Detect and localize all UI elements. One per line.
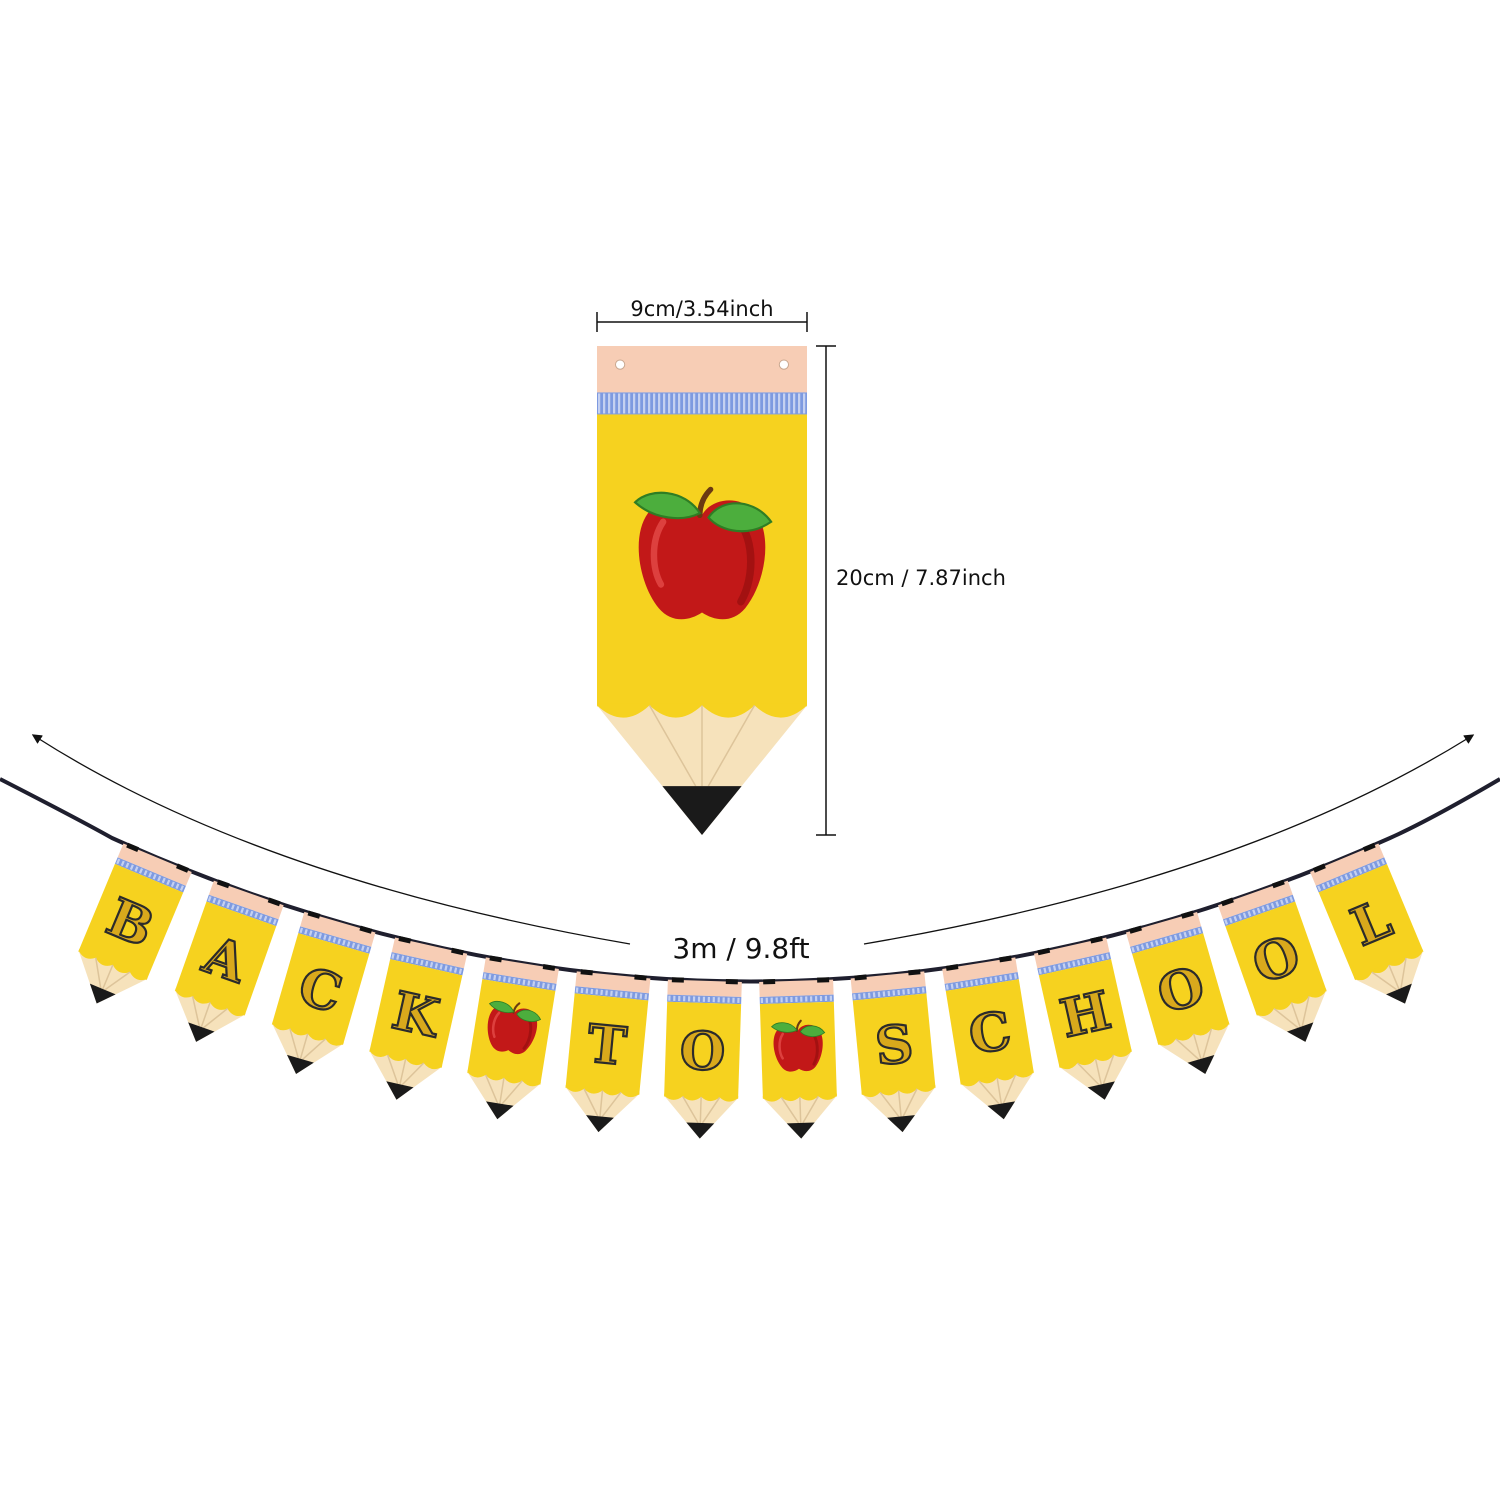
length-arc-left (31, 734, 631, 945)
width-dimension: 9cm/3.54inch (596, 297, 808, 332)
banner-string (0, 777, 1500, 984)
banner-letter: S (873, 1013, 916, 1077)
banner-flag-3: C (271, 910, 376, 1074)
banner-flag-6: T (565, 969, 651, 1133)
banner-flag-11: H (1034, 935, 1132, 1100)
height-dimension: 20cm / 7.87inch (816, 345, 1006, 836)
banner-flag-7: O (664, 977, 742, 1139)
length-arc-right (863, 734, 1475, 945)
banner-letter: H (1055, 980, 1116, 1050)
large-pencil-flag (597, 346, 807, 835)
banner-flag-14: L (1310, 842, 1424, 1004)
banner-apple-icon (770, 1019, 826, 1072)
banner-flag-1: B (78, 842, 192, 1004)
banner-flag-8 (759, 977, 837, 1139)
banner-flag-5 (467, 955, 559, 1120)
banner-flag-9: S (850, 969, 936, 1133)
banner-flag-13: O (1217, 879, 1327, 1042)
width-label: 9cm/3.54inch (630, 297, 773, 321)
banner-letter: T (585, 1013, 630, 1077)
length-label: 3m / 9.8ft (672, 932, 809, 965)
banner-apple-icon (487, 1001, 542, 1055)
banner-flag-2: A (174, 879, 284, 1042)
length-dimension: 3m / 9.8ft (31, 734, 1475, 965)
banner-flag-10: C (942, 955, 1034, 1120)
height-label: 20cm / 7.87inch (836, 566, 1006, 590)
large-flag-apple-icon (633, 486, 773, 620)
banner-letter: O (679, 1021, 726, 1083)
banner-flag-4: K (369, 935, 468, 1100)
banner-flag-12: O (1125, 910, 1230, 1075)
